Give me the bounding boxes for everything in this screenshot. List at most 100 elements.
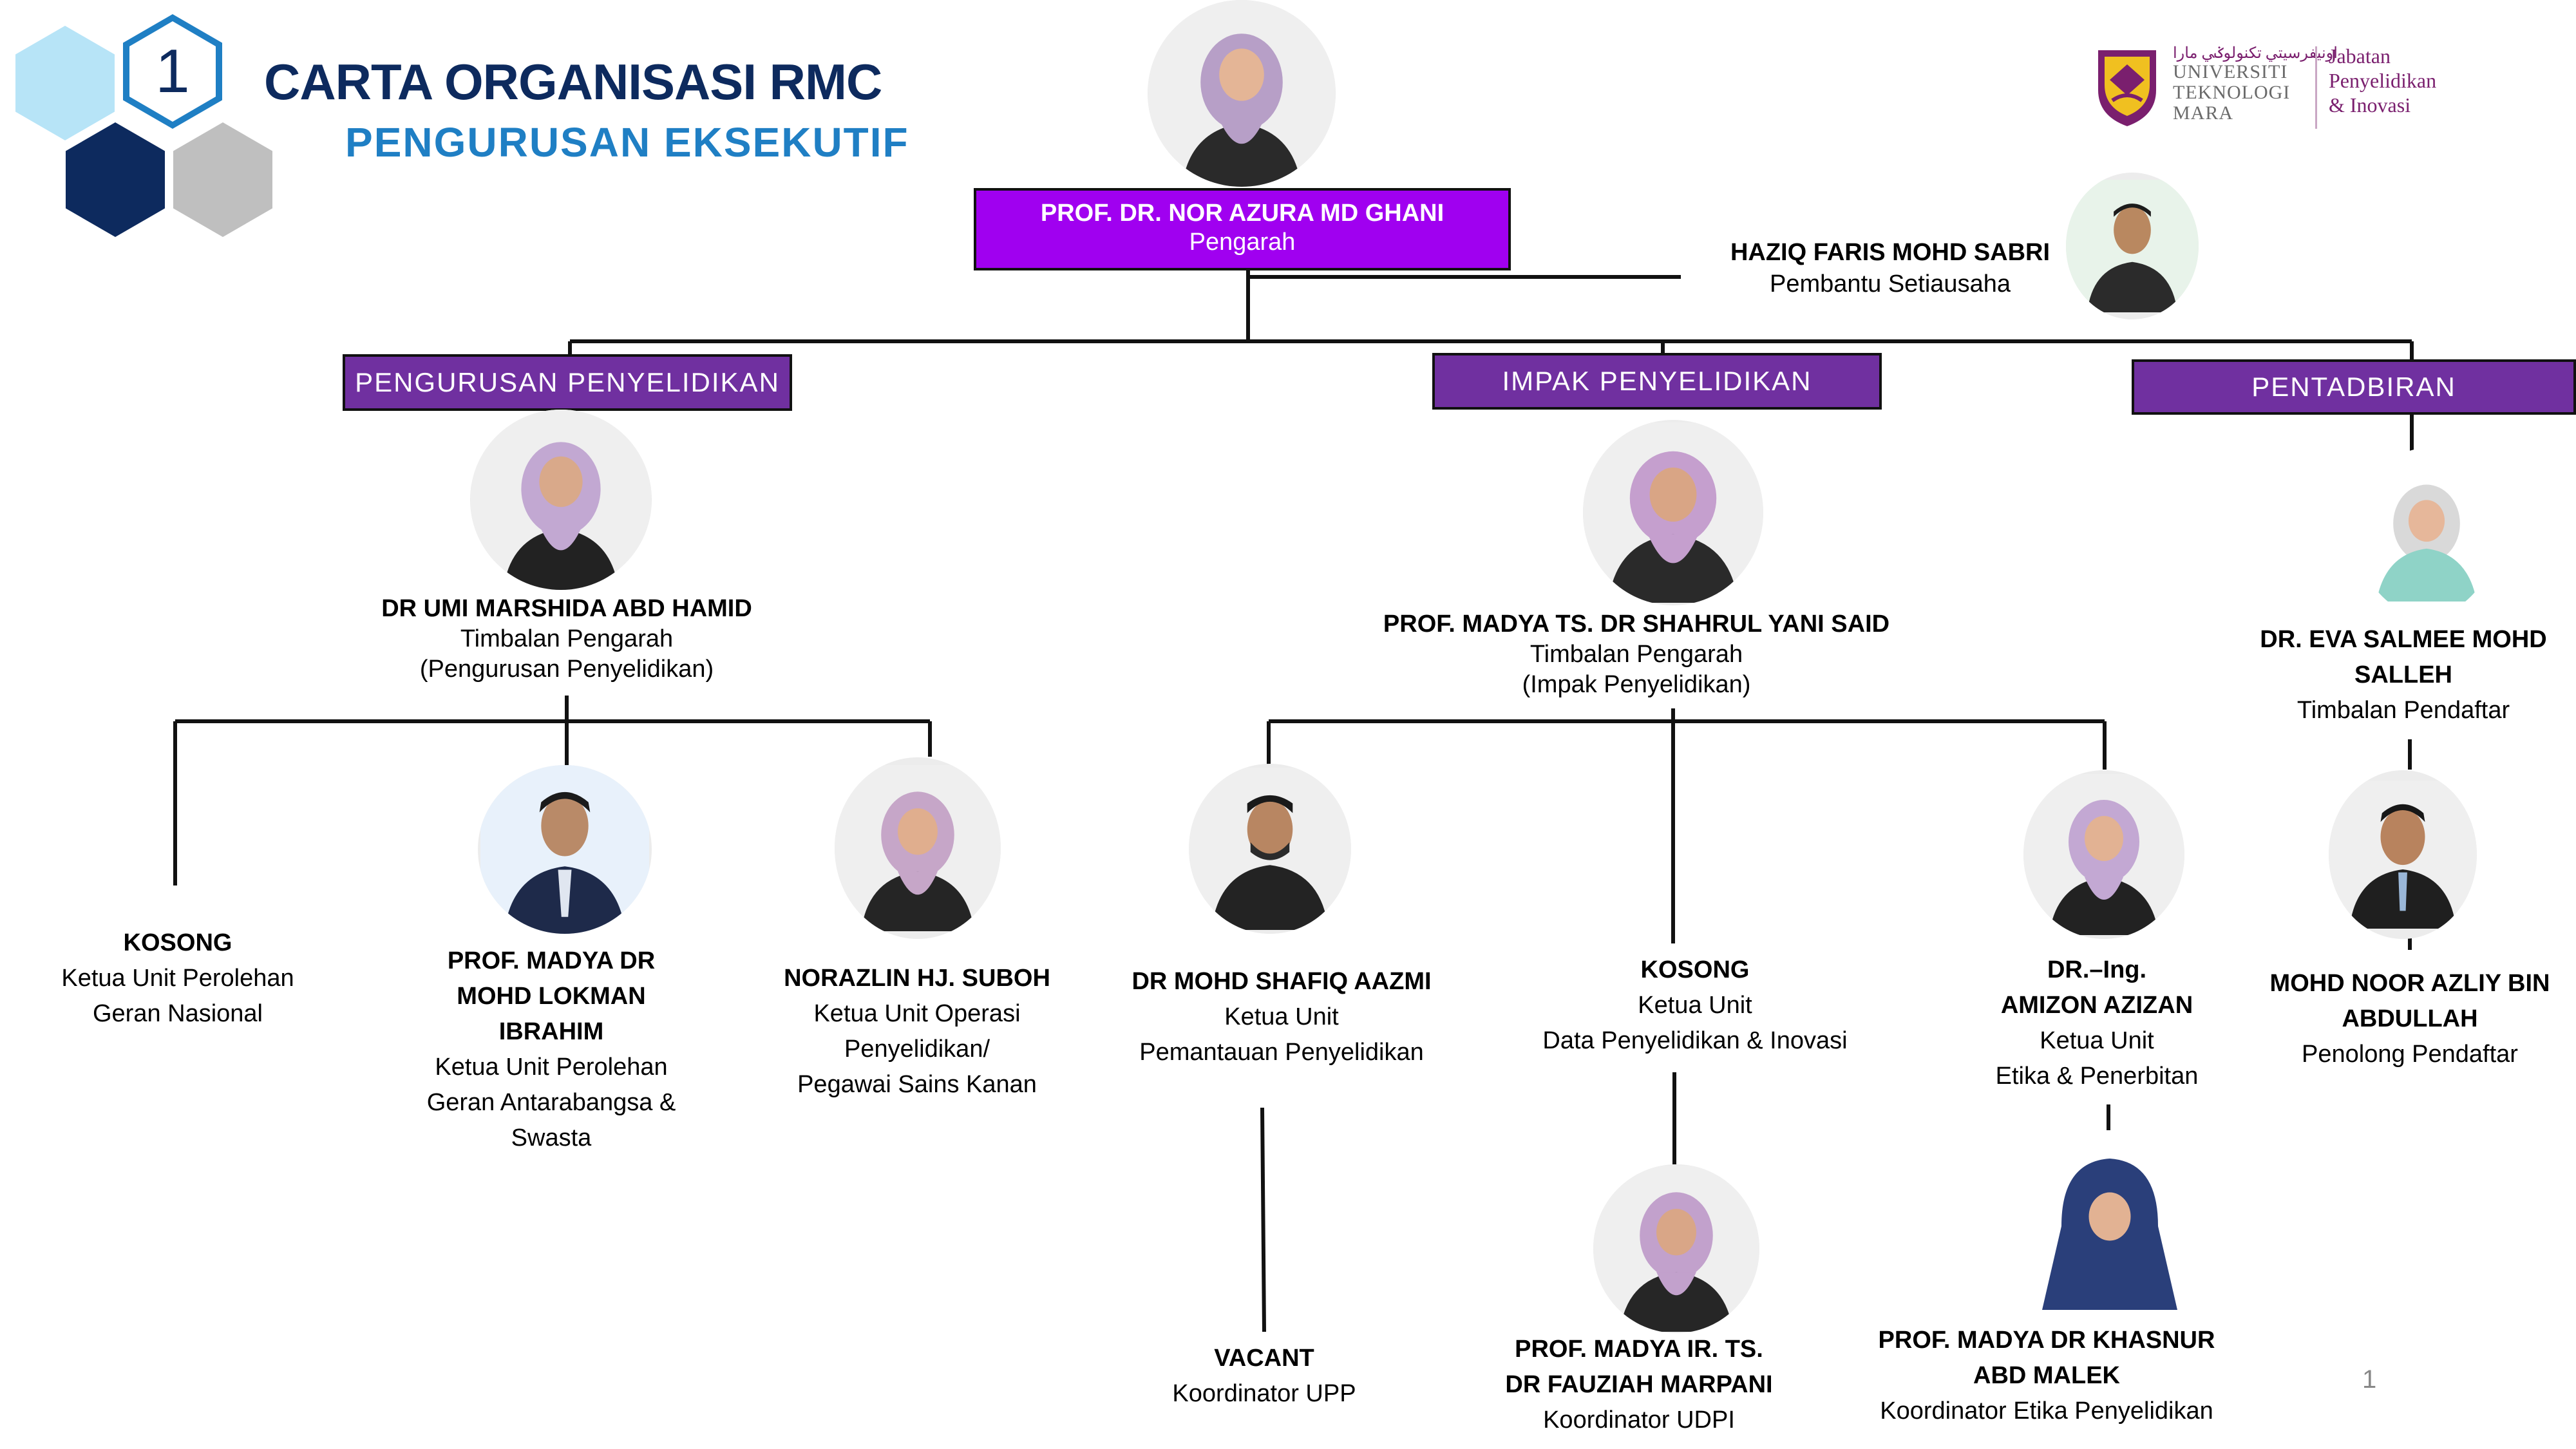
university-crest-icon xyxy=(2098,50,2156,126)
ri-coord-udpi-role: Koordinator UDPI xyxy=(1543,1406,1735,1434)
rm-unit-international-photo xyxy=(478,765,652,934)
admin-deputy-registrar-role: Timbalan Pendaftar xyxy=(2297,697,2510,724)
rm-unit-international-role: Ketua Unit Perolehan xyxy=(435,1054,668,1081)
admin-assistant-registrar-card: MOHD NOOR AZLIY BIN ABDULLAH Penolong Pe… xyxy=(2270,966,2550,1072)
assistant-role: Pembantu Setiausaha xyxy=(1770,270,2011,298)
director-box: PROF. DR. NOR AZURA MD GHANI Pengarah xyxy=(974,188,1511,270)
rm-unit-international-role-line2: Geran Antarabangsa & xyxy=(426,1089,676,1116)
ri-coord-udpi-photo xyxy=(1593,1164,1759,1333)
ri-coord-ethics-photo xyxy=(2027,1149,2192,1310)
rm-deputy-role: Timbalan Pengarah xyxy=(460,625,674,652)
rm-unit-operations-role: Ketua Unit Operasi xyxy=(813,1000,1021,1027)
logo-department-name: Jabatan Penyelidikan & Inovasi xyxy=(2329,44,2437,117)
admin-assistant-registrar-name: MOHD NOOR AZLIY BIN xyxy=(2269,970,2550,997)
ri-unit-monitoring-role: Ketua Unit xyxy=(1224,1003,1339,1030)
rm-unit-operations-name: NORAZLIN HJ. SUBOH xyxy=(784,965,1050,992)
ri-coord-upp-role: Koordinator UPP xyxy=(1172,1380,1356,1407)
dept-research-management: PENGURUSAN PENYELIDIKAN xyxy=(343,354,792,411)
rm-unit-national-role: Ketua Unit Perolehan xyxy=(61,965,294,992)
page-subtitle: PENGURUSAN EKSEKUTIF xyxy=(345,119,909,166)
admin-deputy-registrar-card: DR. EVA SALMEE MOHD SALLEH Timbalan Pend… xyxy=(2260,622,2546,728)
dept-administration: PENTADBIRAN xyxy=(2132,359,2576,415)
rm-unit-operations-role-line3: Pegawai Sains Kanan xyxy=(797,1071,1037,1098)
rm-unit-operations-photo xyxy=(835,757,1001,939)
person-avatar-icon xyxy=(2029,1149,2190,1310)
person-avatar-icon xyxy=(835,765,1001,931)
ri-unit-monitoring-photo xyxy=(1189,764,1351,934)
ri-deputy-name: PROF. MADYA TS. DR SHAHRUL YANI SAID xyxy=(1383,611,1890,638)
person-avatar-icon xyxy=(2357,462,2496,601)
ri-unit-monitoring-name: DR MOHD SHAFIQ AAZMI xyxy=(1132,968,1432,995)
admin-assistant-registrar-role: Penolong Pendaftar xyxy=(2302,1041,2518,1068)
person-avatar-icon xyxy=(1148,0,1335,187)
rm-unit-international-name-line3: IBRAHIM xyxy=(498,1018,604,1045)
person-avatar-icon xyxy=(471,410,651,590)
ri-deputy-role: Timbalan Pengarah xyxy=(1530,641,1743,668)
badge-number: 1 xyxy=(129,21,216,122)
person-avatar-icon xyxy=(2329,781,2477,929)
director-photo xyxy=(1148,0,1336,187)
ri-unit-data-role-detail: Data Penyelidikan & Inovasi xyxy=(1542,1027,1848,1054)
assistant-card: HAZIQ FARIS MOHD SABRI Pembantu Setiausa… xyxy=(1730,235,2050,302)
dept-research-impact: IMPAK PENYELIDIKAN xyxy=(1432,353,1882,410)
rm-unit-national-name: KOSONG xyxy=(123,929,232,956)
ri-coord-udpi-name-line2: DR FAUZIAH MARPANI xyxy=(1505,1371,1773,1398)
person-avatar-icon xyxy=(1189,768,1351,930)
assistant-name: HAZIQ FARIS MOHD SABRI xyxy=(1730,239,2050,266)
page-title: CARTA ORGANISASI RMC xyxy=(264,53,882,110)
ri-coord-ethics-role: Koordinator Etika Penyelidikan xyxy=(1880,1397,2213,1425)
admin-deputy-registrar-photo xyxy=(2357,448,2496,616)
logo-university-name: UNIVERSITI TEKNOLOGI MARA xyxy=(2173,61,2291,124)
ri-coord-udpi-name: PROF. MADYA IR. TS. xyxy=(1515,1336,1763,1363)
ri-coord-upp-card: VACANT Koordinator UPP xyxy=(1172,1341,1356,1412)
ri-deputy-card: PROF. MADYA TS. DR SHAHRUL YANI SAID Tim… xyxy=(1383,607,1889,703)
ri-coord-udpi-card: PROF. MADYA IR. TS. DR FAUZIAH MARPANI K… xyxy=(1505,1332,1772,1438)
admin-assistant-registrar-name-line2: ABDULLAH xyxy=(2342,1005,2478,1032)
ri-deputy-photo xyxy=(1583,420,1763,605)
admin-assistant-registrar-photo xyxy=(2329,770,2477,939)
ri-unit-ethics-role: Ketua Unit xyxy=(2040,1027,2154,1054)
badge-hexagon: 1 xyxy=(123,14,222,129)
ri-coord-ethics-name: PROF. MADYA DR KHASNUR xyxy=(1878,1327,2215,1354)
ri-unit-ethics-role-detail: Etika & Penerbitan xyxy=(1995,1063,2199,1090)
admin-deputy-registrar-name: DR. EVA SALMEE MOHD xyxy=(2260,626,2547,653)
person-avatar-icon xyxy=(2066,180,2199,312)
uitm-logo: ﺍﻭﻧﻴﻔﺮﺳﻴﺘﻲ ﺗﻜﻨﻮﻟﻮݢﻲ ﻣﺎرا UNIVERSITI TEKN… xyxy=(2093,43,2479,133)
ri-unit-ethics-photo xyxy=(2023,770,2184,939)
ri-coord-upp-name: VACANT xyxy=(1214,1345,1314,1372)
ri-unit-data-card: KOSONG Ketua Unit Data Penyelidikan & In… xyxy=(1542,952,1847,1059)
ri-unit-data-role: Ketua Unit xyxy=(1638,992,1752,1019)
logo-divider xyxy=(2315,46,2317,129)
rm-unit-national-role-detail: Geran Nasional xyxy=(92,1000,263,1027)
ri-deputy-role-detail: (Impak Penyelidikan) xyxy=(1522,671,1751,698)
ri-unit-ethics-name: DR.–Ing. xyxy=(2047,956,2147,983)
page-number: 1 xyxy=(2362,1365,2377,1394)
ri-unit-ethics-name-line2: AMIZON AZIZAN xyxy=(2000,992,2193,1019)
rm-deputy-role-detail: (Pengurusan Penyelidikan) xyxy=(419,656,714,683)
rm-unit-international-card: PROF. MADYA DR MOHD LOKMAN IBRAHIM Ketua… xyxy=(427,943,676,1156)
rm-unit-international-name-line2: MOHD LOKMAN xyxy=(457,983,646,1010)
director-role: Pengarah xyxy=(1189,229,1296,256)
rm-unit-international-name: PROF. MADYA DR xyxy=(447,947,656,974)
logo-arabic-text: ﺍﻭﻧﻴﻔﺮﺳﻴﺘﻲ ﺗﻜﻨﻮﻟﻮݢﻲ ﻣﺎرا xyxy=(2173,45,2338,62)
rm-unit-operations-card: NORAZLIN HJ. SUBOH Ketua Unit Operasi Pe… xyxy=(784,961,1050,1103)
rm-deputy-photo xyxy=(470,410,652,590)
ri-unit-monitoring-card: DR MOHD SHAFIQ AAZMI Ketua Unit Pemantau… xyxy=(1132,964,1431,1070)
ri-coord-ethics-card: PROF. MADYA DR KHASNUR ABD MALEK Koordin… xyxy=(1879,1323,2215,1429)
person-avatar-icon xyxy=(2023,774,2184,935)
ri-unit-ethics-card: DR.–Ing. AMIZON AZIZAN Ketua Unit Etika … xyxy=(1996,952,2199,1094)
ri-coord-ethics-name-line2: ABD MALEK xyxy=(1973,1362,2120,1389)
rm-unit-operations-role-line2: Penyelidikan/ xyxy=(844,1036,990,1063)
person-avatar-icon xyxy=(480,765,649,934)
ri-unit-data-name: KOSONG xyxy=(1640,956,1750,983)
rm-deputy-card: DR UMI MARSHIDA ABD HAMID Timbalan Penga… xyxy=(381,591,752,687)
ri-unit-monitoring-role-detail: Pemantauan Penyelidikan xyxy=(1139,1039,1424,1066)
rm-unit-national-card: KOSONG Ketua Unit Perolehan Geran Nasion… xyxy=(61,925,294,1032)
assistant-photo xyxy=(2066,173,2199,319)
rm-unit-international-role-line3: Swasta xyxy=(511,1124,592,1151)
person-avatar-icon xyxy=(1593,1166,1759,1332)
person-avatar-icon xyxy=(1583,422,1763,603)
director-name: PROF. DR. NOR AZURA MD GHANI xyxy=(1040,200,1444,227)
admin-deputy-registrar-name-line2: SALLEH xyxy=(2354,661,2452,688)
rm-deputy-name: DR UMI MARSHIDA ABD HAMID xyxy=(381,595,752,622)
